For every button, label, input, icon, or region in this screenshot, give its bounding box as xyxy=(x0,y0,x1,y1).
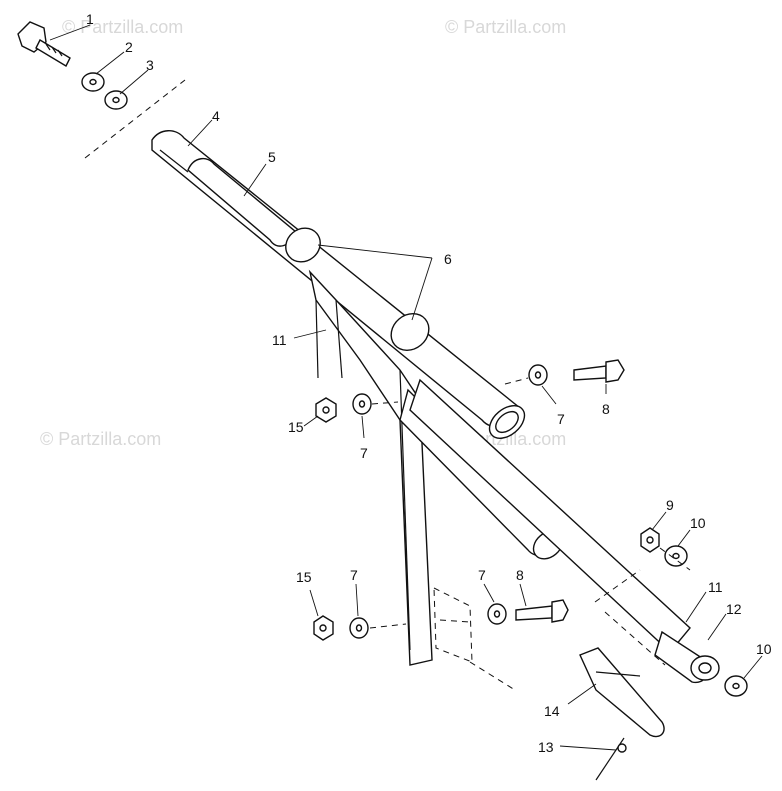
washer-part xyxy=(104,90,128,110)
nut-part xyxy=(313,615,334,641)
washer-part xyxy=(352,393,372,415)
watermark: © Partzilla.com xyxy=(62,17,183,37)
nut-part xyxy=(640,527,660,553)
bracket-outline xyxy=(433,587,516,691)
callout-9: 9 xyxy=(666,497,674,513)
callout-11: 11 xyxy=(272,332,287,348)
callout-10: 10 xyxy=(690,515,706,531)
bolt-part xyxy=(17,21,71,67)
washer-part xyxy=(349,617,369,639)
callout-14: 14 xyxy=(544,703,560,719)
assembly-line xyxy=(369,623,407,629)
callout-13: 13 xyxy=(538,739,554,755)
callout-8: 8 xyxy=(516,567,524,583)
bolt-part xyxy=(573,359,625,383)
callout-7: 7 xyxy=(557,411,565,427)
callout-7: 7 xyxy=(350,567,358,583)
washer-part xyxy=(81,72,105,92)
nut-part xyxy=(315,397,337,423)
washer-part xyxy=(724,675,748,697)
assembly-line xyxy=(504,377,529,385)
washer-part xyxy=(528,364,548,386)
callout-1: 1 xyxy=(86,11,94,27)
callout-10: 10 xyxy=(756,641,772,657)
guide-plate xyxy=(579,647,665,738)
main-tube xyxy=(151,130,526,439)
assembly-line xyxy=(371,401,399,405)
callout-6: 6 xyxy=(444,251,452,267)
callout-11: 11 xyxy=(708,579,723,595)
watermark: © Partzilla.com xyxy=(40,429,161,449)
callout-4: 4 xyxy=(212,108,220,124)
callout-15: 15 xyxy=(288,419,304,435)
callout-12: 12 xyxy=(726,601,742,617)
callout-7: 7 xyxy=(478,567,486,583)
washer-part xyxy=(664,545,688,567)
pin-head xyxy=(617,743,627,753)
callout-5: 5 xyxy=(268,149,276,165)
callout-15: 15 xyxy=(296,569,312,585)
pivot-arm xyxy=(409,378,720,684)
callout-8: 8 xyxy=(602,401,610,417)
leader-lines xyxy=(49,24,763,751)
callout-7: 7 xyxy=(360,445,368,461)
callout-3: 3 xyxy=(146,57,154,73)
watermark: © Partzilla.com xyxy=(445,17,566,37)
washer-part xyxy=(487,603,507,625)
callout-2: 2 xyxy=(125,39,133,55)
bolt-part xyxy=(515,599,569,623)
